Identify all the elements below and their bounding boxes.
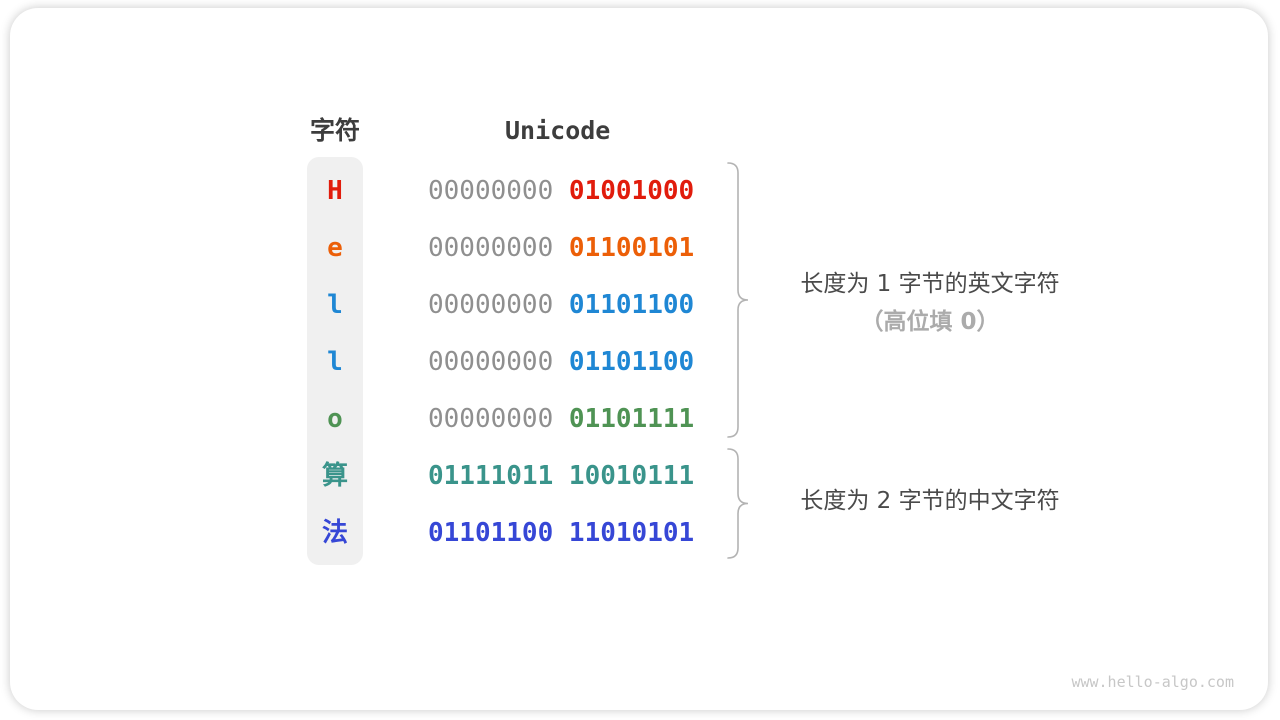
table-row: H 00000000 01001000 — [0, 174, 1280, 208]
watermark-url: www.hello-algo.com — [1071, 673, 1234, 691]
unicode-binary-cell: 00000000 01101100 — [428, 345, 694, 379]
table-row: l 00000000 01101100 — [0, 345, 1280, 379]
table-row: 法 01101100 11010101 — [0, 516, 1280, 550]
table-row: l 00000000 01101100 — [0, 288, 1280, 322]
unicode-binary-cell: 01101100 11010101 — [428, 516, 694, 550]
character-cell: l — [327, 347, 343, 377]
character-cell: o — [327, 404, 343, 434]
high-byte: 00000000 — [428, 176, 554, 206]
low-byte: 01100101 — [568, 233, 695, 263]
annotation-two-byte: 长度为 2 字节的中文字符 — [755, 487, 1105, 515]
brace-one-byte-group — [727, 162, 749, 438]
unicode-binary-cell: 00000000 01101100 — [428, 288, 694, 322]
high-byte: 01111011 — [428, 461, 554, 491]
brace-two-byte-group — [727, 448, 749, 559]
diagram-card — [10, 8, 1268, 710]
low-byte: 01101100 — [568, 347, 695, 377]
high-byte: 00000000 — [428, 233, 554, 263]
low-byte: 01101111 — [568, 404, 695, 434]
table-row: 算 01111011 10010111 — [0, 459, 1280, 493]
low-byte: 11010101 — [568, 518, 695, 548]
table-row: e 00000000 01100101 — [0, 231, 1280, 265]
annotation-one-byte-line2: （高位填 0） — [860, 309, 1000, 335]
annotation-two-byte-line1: 长度为 2 字节的中文字符 — [800, 488, 1060, 514]
table-row: o 00000000 01101111 — [0, 402, 1280, 436]
character-cell: H — [327, 176, 343, 206]
character-cell: l — [327, 290, 343, 320]
high-byte: 00000000 — [428, 290, 554, 320]
character-cell: e — [327, 233, 343, 263]
annotation-one-byte-line1: 长度为 1 字节的英文字符 — [800, 271, 1060, 297]
high-byte: 01101100 — [428, 518, 554, 548]
annotation-one-byte: 长度为 1 字节的英文字符 （高位填 0） — [755, 265, 1105, 341]
high-byte: 00000000 — [428, 347, 554, 377]
character-cell: 算 — [321, 461, 348, 491]
unicode-binary-cell: 00000000 01001000 — [428, 174, 694, 208]
unicode-binary-cell: 00000000 01100101 — [428, 231, 694, 265]
character-cell: 法 — [321, 518, 348, 548]
character-column-background — [307, 157, 363, 565]
high-byte: 00000000 — [428, 404, 554, 434]
column-header-unicode: Unicode — [505, 116, 611, 145]
unicode-binary-cell: 01111011 10010111 — [428, 459, 694, 493]
low-byte: 01001000 — [568, 176, 695, 206]
low-byte: 01101100 — [568, 290, 695, 320]
column-header-character: 字符 — [309, 116, 360, 145]
low-byte: 10010111 — [568, 461, 695, 491]
unicode-binary-cell: 00000000 01101111 — [428, 402, 694, 436]
